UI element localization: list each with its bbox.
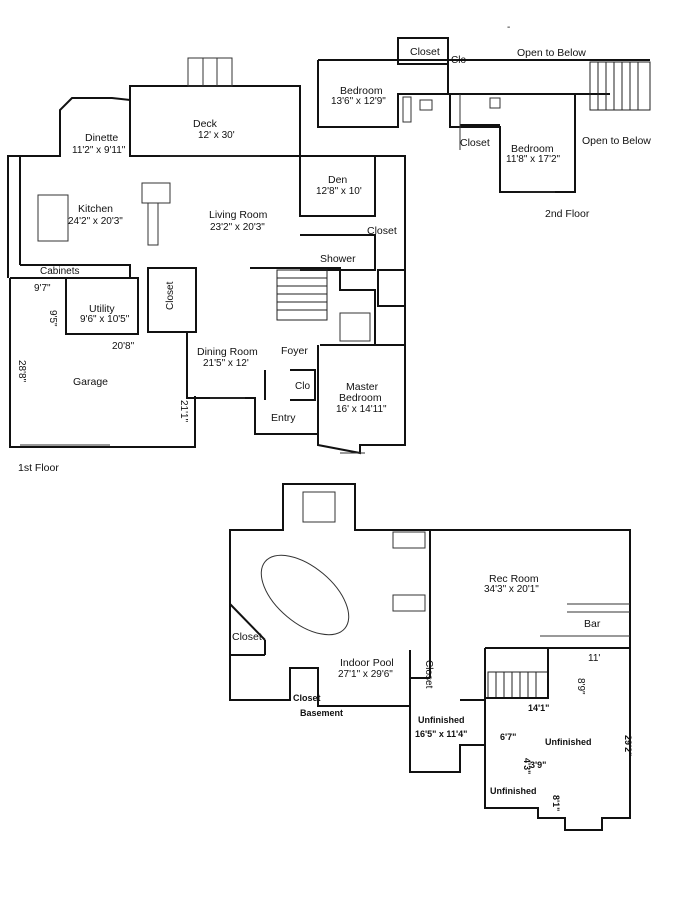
- label-dim-39: 3'9": [530, 760, 546, 770]
- label-master-dim: 16' x 14'11": [336, 404, 387, 415]
- label-living-dim: 23'2" x 20'3": [210, 222, 265, 233]
- label-deck-dim: 12' x 30': [198, 130, 235, 141]
- label-closet-2nd: Closet: [410, 46, 440, 58]
- stairs-2nd: [597, 62, 639, 110]
- label-1st-floor: 1st Floor: [18, 462, 59, 474]
- stairs-1st: [277, 277, 327, 311]
- label-entry: Entry: [271, 412, 296, 424]
- label-closet-utility: Closet: [165, 281, 176, 310]
- label-dim-11: 11': [588, 653, 600, 664]
- label-den: Den: [328, 174, 347, 186]
- first-floor: [7, 57, 406, 455]
- label-dining-room: Dining Room: [197, 346, 258, 358]
- label-unfinished-a-dim: 16'5" x 11'4": [415, 729, 467, 739]
- label-bedroom-b-dim: 11'8" x 17'2": [506, 154, 561, 165]
- label-bedroom-b: Bedroom: [511, 143, 554, 155]
- utility-room: [65, 277, 139, 335]
- label-pool-dim: 27'1" x 29'6": [338, 669, 393, 680]
- label-dinette: Dinette: [85, 132, 118, 144]
- label-closet-2nd-b: Closet: [460, 137, 490, 149]
- pool-shape: [260, 554, 350, 636]
- label-garage: Garage: [73, 376, 108, 388]
- label-unfinished-a: Unfinished: [418, 715, 465, 725]
- label-dim-288: 28'8": [16, 360, 27, 383]
- label-dinette-dim: 11'2" x 9'11": [72, 145, 126, 156]
- label-shower: Shower: [320, 253, 356, 265]
- label-bedroom-a: Bedroom: [340, 85, 383, 97]
- label-bedroom-a-dim: 13'6" x 12'9": [331, 96, 386, 107]
- label-basement: Basement: [300, 708, 343, 718]
- label-unfinished-b: Unfinished: [545, 737, 592, 747]
- label-dim-67: 6'7": [500, 732, 516, 742]
- label-master-bedroom: Bedroom: [339, 392, 382, 404]
- label-indoor-pool: Indoor Pool: [340, 657, 394, 669]
- label-kitchen: Kitchen: [78, 203, 113, 215]
- label-clo-1st: Clo: [295, 381, 310, 392]
- label-unfinished-c: Unfinished: [490, 786, 537, 796]
- label-utility: Utility: [89, 303, 115, 315]
- label-kitchen-dim: 24'2" x 20'3": [68, 216, 123, 227]
- closet-2nd-box: [397, 37, 449, 65]
- label-rec-room: Rec Room: [489, 573, 539, 585]
- label-bar: Bar: [584, 618, 601, 630]
- label-dim-89: 8'9": [575, 678, 586, 695]
- dash-mark: -: [507, 22, 510, 33]
- stairs-basement: [495, 672, 537, 698]
- label-dim-208: 20'8": [112, 341, 135, 352]
- label-open-below-top: Open to Below: [517, 47, 586, 59]
- label-dim-141: 14'1": [528, 703, 549, 713]
- second-floor: [317, 37, 651, 193]
- label-cabinets: Cabinets: [40, 266, 79, 277]
- label-closet-1st: Closet: [367, 225, 397, 237]
- basement-floor: [229, 483, 631, 831]
- label-open-below-right: Open to Below: [582, 135, 651, 147]
- label-foyer: Foyer: [281, 345, 308, 357]
- label-dim-43: 4'3": [522, 758, 532, 774]
- label-den-dim: 12'8" x 10': [316, 186, 362, 197]
- label-closet-pool: Closet: [232, 631, 262, 643]
- label-closet-vert: Closet: [423, 660, 434, 689]
- label-dining-dim: 21'5" x 12': [203, 358, 249, 369]
- label-deck: Deck: [193, 118, 218, 130]
- label-utility-dim: 9'6" x 10'5": [80, 314, 130, 325]
- label-clo-2nd: Clo: [451, 55, 466, 66]
- label-closet-basement: Closet: [293, 693, 321, 703]
- label-dim-97: 9'7": [34, 283, 51, 294]
- kitchen-island: [37, 194, 69, 242]
- label-rec-dim: 34'3" x 20'1": [484, 584, 539, 595]
- label-dim-211: 21'1": [178, 400, 189, 423]
- label-living-room: Living Room: [209, 209, 268, 221]
- label-2nd-floor: 2nd Floor: [545, 208, 590, 220]
- label-dim-292: 29'2": [623, 735, 633, 756]
- label-dim-95: 9'5": [47, 310, 58, 327]
- label-dim-81: 8'1": [551, 795, 561, 811]
- label-master: Master: [346, 381, 379, 393]
